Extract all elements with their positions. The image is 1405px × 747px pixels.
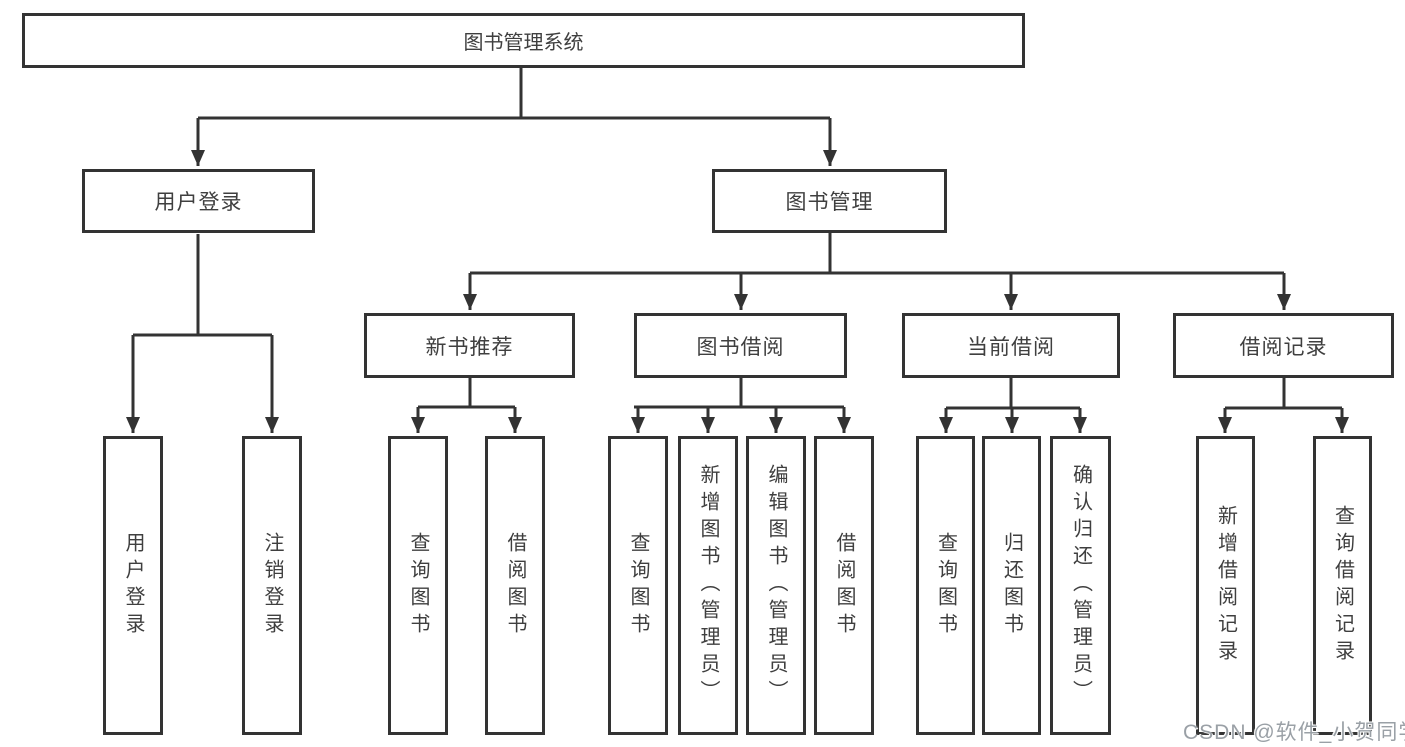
leaf-label: 归还图书: [1000, 531, 1023, 640]
leaf-label: 借阅图书: [504, 531, 526, 640]
leaf-recommend-borrow-books: 借阅图书: [485, 436, 545, 735]
node-label: 用户登录: [154, 191, 243, 214]
node-book-management: 图书管理: [712, 169, 947, 233]
leaf-edit-books-admin: 编辑图书（管理员）: [746, 436, 806, 735]
node-current-borrow: 当前借阅: [902, 313, 1120, 378]
leaf-label: 新增借阅记录: [1214, 504, 1237, 667]
leaf-borrow-books: 借阅图书: [814, 436, 874, 735]
node-library-system-root: 图书管理系统: [22, 13, 1025, 68]
leaf-label: 借阅图书: [833, 531, 855, 640]
leaf-label: 新增图书（管理员）: [697, 464, 719, 707]
node-borrow-records: 借阅记录: [1173, 313, 1394, 378]
leaf-query-borrow-record: 查询借阅记录: [1313, 436, 1372, 735]
leaf-label: 确认归还（管理员）: [1069, 464, 1092, 707]
node-label: 图书借阅: [696, 335, 785, 359]
leaf-logout: 注销登录: [242, 436, 302, 735]
node-label: 图书管理系统: [463, 32, 584, 54]
leaf-add-borrow-record: 新增借阅记录: [1196, 436, 1255, 735]
node-label: 借阅记录: [1239, 335, 1328, 359]
node-label: 当前借阅: [967, 335, 1055, 359]
leaf-label: 查询图书: [627, 531, 649, 640]
leaf-label: 查询借阅记录: [1331, 504, 1354, 667]
leaf-label: 查询图书: [407, 531, 429, 640]
leaf-confirm-return-admin: 确认归还（管理员）: [1050, 436, 1111, 735]
leaf-user-login: 用户登录: [103, 436, 163, 735]
node-new-book-recommend: 新书推荐: [364, 313, 575, 378]
node-label: 图书管理: [785, 191, 874, 214]
leaf-current-query-books: 查询图书: [916, 436, 975, 735]
node-user-login: 用户登录: [82, 169, 315, 233]
node-book-borrow: 图书借阅: [634, 313, 847, 378]
csdn-watermark: CSDN @软件_小贺同学: [1183, 721, 1405, 744]
leaf-label: 注销登录: [261, 531, 283, 640]
leaf-label: 用户登录: [122, 531, 144, 640]
node-label: 新书推荐: [425, 335, 514, 359]
leaf-borrow-query-books: 查询图书: [608, 436, 668, 735]
leaf-add-books-admin: 新增图书（管理员）: [678, 436, 738, 735]
leaf-label: 编辑图书（管理员）: [765, 464, 787, 707]
leaf-recommend-query-books: 查询图书: [388, 436, 448, 735]
leaf-label: 查询图书: [934, 531, 957, 640]
leaf-return-books: 归还图书: [982, 436, 1041, 735]
